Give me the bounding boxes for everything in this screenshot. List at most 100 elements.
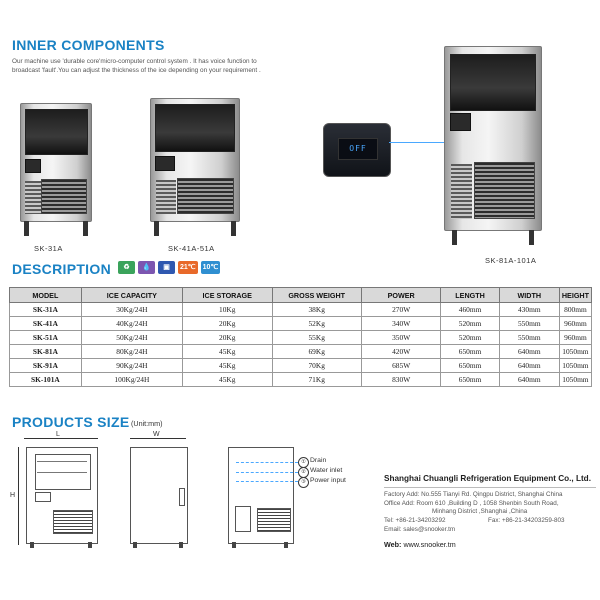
table-cell: 650mm [440, 358, 500, 373]
machine-sk41a-51a-image [150, 98, 240, 236]
control-display-zoom: OFF [323, 123, 391, 177]
front-view-drawing [26, 447, 98, 544]
table-cell: 70Kg [271, 358, 362, 373]
table-cell: 69Kg [271, 344, 362, 359]
factory-address: Factory Add: No.555 Tianyi Rd. Qingpu Di… [384, 491, 563, 498]
intro-text: Our machine use 'durable core'micro-comp… [12, 58, 261, 74]
table-cell: 55Kg [271, 330, 362, 345]
table-cell: 650mm [440, 344, 500, 359]
telephone: Tel: +86-21-34203292 [384, 517, 446, 524]
table-cell: 520mm [440, 330, 500, 345]
table-cell: 550mm [498, 316, 560, 331]
table-row: SK-101A 100Kg/24H 45Kg 71Kg 830W 650mm 6… [9, 372, 593, 387]
dim-line-l [24, 438, 98, 439]
inner-components-title: INNER COMPONENTS [12, 37, 165, 53]
description-title: DESCRIPTION [12, 261, 111, 277]
table-header-row: MODEL ICE CAPACITY ICE STORAGE GROSS WEI… [9, 287, 593, 303]
table-cell: 960mm [558, 316, 593, 331]
col-header: WIDTH [498, 287, 560, 303]
specs-table: MODEL ICE CAPACITY ICE STORAGE GROSS WEI… [9, 287, 593, 387]
email: Email: sales@snooker.tm [384, 526, 456, 533]
table-cell: SK-101A [9, 372, 82, 387]
table-cell: 640mm [498, 372, 560, 387]
caption-sk81a-101a: SK-81A-101A [485, 256, 537, 265]
dim-h-label: H [10, 492, 16, 499]
table-cell: SK-81A [9, 344, 82, 359]
temp-10-icon: 10℃ [200, 261, 221, 274]
web-url[interactable]: www.snooker.tm [403, 540, 456, 549]
side-view-drawing [130, 447, 188, 544]
box-icon: ▣ [158, 261, 175, 274]
web-label: Web: [384, 540, 402, 549]
col-header: HEIGHT [558, 287, 593, 303]
dim-line-h [18, 447, 19, 545]
temp-21-icon: 21℃ [178, 261, 198, 274]
company-divider [384, 487, 596, 488]
table-cell: 30Kg/24H [80, 302, 183, 317]
table-cell: 960mm [558, 330, 593, 345]
table-row: SK-31A 30Kg/24H 10Kg 38Kg 270W 460mm 430… [9, 302, 593, 317]
legend-power-input: Power input [310, 477, 346, 484]
table-cell: 550mm [498, 330, 560, 345]
feature-icons: ♻ 💧 ▣ 21℃ 10℃ [118, 261, 221, 274]
table-cell: 420W [360, 344, 442, 359]
table-cell: 650mm [440, 372, 500, 387]
rear-view-drawing [228, 447, 294, 544]
caption-sk31a: SK-31A [34, 244, 63, 253]
power-input-marker-icon: ③ [298, 477, 309, 488]
legend-water-inlet: Water inlet [310, 467, 343, 474]
table-cell: 45Kg [181, 358, 273, 373]
table-cell: 685W [360, 358, 442, 373]
col-header: GROSS WEIGHT [271, 287, 362, 303]
unit-label: (Unit:mm) [131, 419, 163, 428]
table-cell: 38Kg [271, 302, 362, 317]
table-cell: 830W [360, 372, 442, 387]
leader-drain [236, 462, 298, 463]
table-cell: 80Kg/24H [80, 344, 183, 359]
table-cell: 460mm [440, 302, 500, 317]
col-header: POWER [360, 287, 442, 303]
website[interactable]: Web: www.snooker.tm [384, 540, 456, 549]
table-cell: 52Kg [271, 316, 362, 331]
leader-power-input [236, 481, 298, 482]
table-cell: 430mm [498, 302, 560, 317]
table-cell: SK-51A [9, 330, 82, 345]
table-cell: 350W [360, 330, 442, 345]
table-cell: 100Kg/24H [80, 372, 183, 387]
table-cell: 40Kg/24H [80, 316, 183, 331]
col-header: LENGTH [440, 287, 500, 303]
table-row: SK-51A 50Kg/24H 20Kg 55Kg 350W 520mm 550… [9, 330, 593, 345]
zoom-connector-line [389, 142, 447, 143]
recycle-icon: ♻ [118, 261, 135, 274]
machine-sk31a-image [20, 103, 92, 236]
table-cell: SK-31A [9, 302, 82, 317]
table-row: SK-91A 90Kg/24H 45Kg 70Kg 685W 650mm 640… [9, 358, 593, 373]
company-name: Shanghai Chuangli Refrigeration Equipmen… [384, 474, 591, 483]
table-cell: SK-41A [9, 316, 82, 331]
leader-water-inlet [236, 472, 298, 473]
table-cell: 20Kg [181, 330, 273, 345]
col-header: ICE CAPACITY [80, 287, 183, 303]
table-cell: 520mm [440, 316, 500, 331]
display-readout: OFF [338, 138, 378, 160]
fax: Fax: +86-21-34203259-803 [488, 517, 565, 524]
table-cell: 1050mm [558, 344, 593, 359]
table-cell: 71Kg [271, 372, 362, 387]
table-cell: 20Kg [181, 316, 273, 331]
col-header: ICE STORAGE [181, 287, 273, 303]
table-cell: SK-91A [9, 358, 82, 373]
legend-drain: Drain [310, 457, 327, 464]
table-cell: 45Kg [181, 344, 273, 359]
dim-line-w [130, 438, 186, 439]
table-cell: 640mm [498, 358, 560, 373]
table-cell: 800mm [558, 302, 593, 317]
office-address-line1: Office Add: Room 610 ,Building D , 1058 … [384, 500, 559, 507]
table-cell: 10Kg [181, 302, 273, 317]
table-cell: 1050mm [558, 358, 593, 373]
table-cell: 50Kg/24H [80, 330, 183, 345]
table-cell: 270W [360, 302, 442, 317]
table-cell: 640mm [498, 344, 560, 359]
table-row: SK-81A 80Kg/24H 45Kg 69Kg 420W 650mm 640… [9, 344, 593, 359]
water-drop-icon: 💧 [138, 261, 155, 274]
table-cell: 90Kg/24H [80, 358, 183, 373]
